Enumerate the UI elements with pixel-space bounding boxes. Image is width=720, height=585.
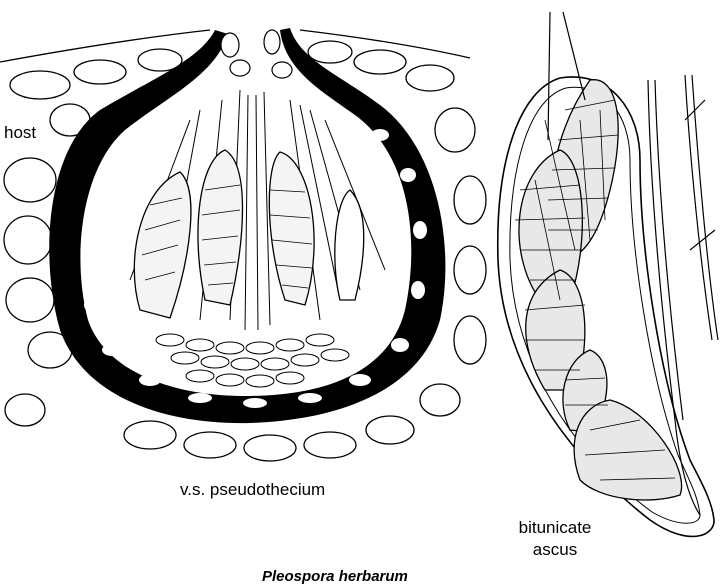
bitunicate-ascus-figure bbox=[498, 12, 718, 536]
pseudothecium-label: v.s. pseudothecium bbox=[180, 480, 325, 500]
species-caption: Pleospora herbarum bbox=[262, 568, 408, 585]
bitunicate-label: bitunicate bbox=[505, 518, 605, 538]
asci-in-pseudothecium bbox=[134, 150, 363, 318]
ascus-label: ascus bbox=[505, 540, 605, 560]
basal-cells bbox=[156, 334, 349, 387]
host-label: host bbox=[4, 123, 36, 143]
